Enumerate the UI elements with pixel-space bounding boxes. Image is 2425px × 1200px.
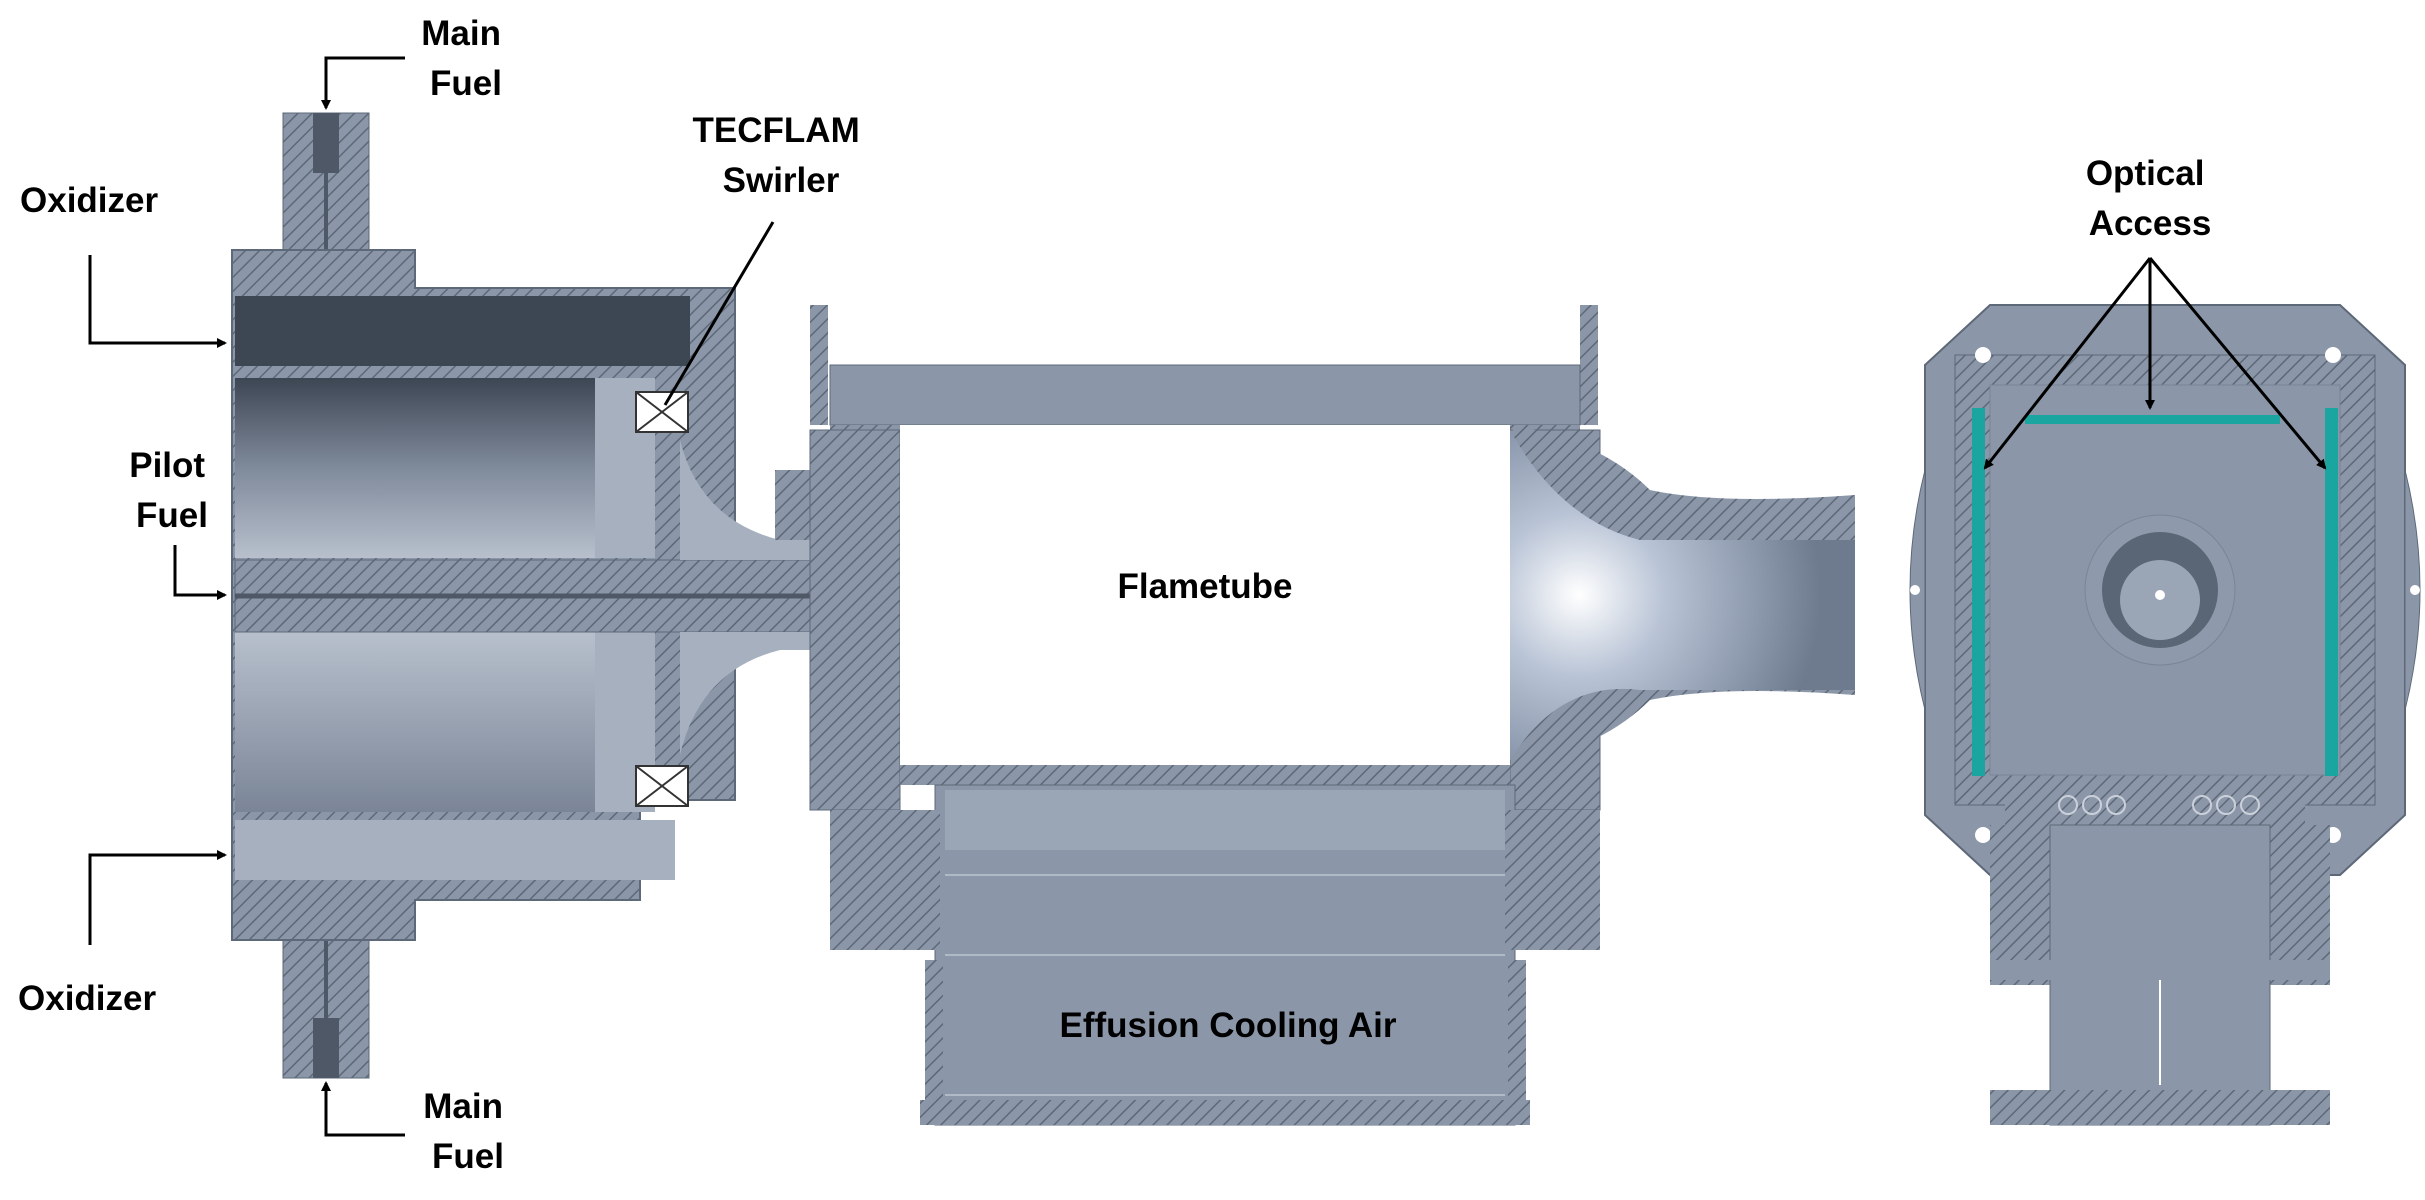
arrow-pilot-fuel — [173, 545, 227, 600]
arrow-oxidizer-top — [88, 255, 227, 348]
effusion-plate — [900, 765, 1510, 785]
arrow-main-fuel-bottom — [321, 1081, 405, 1137]
label-oxidizer-top: Oxidizer — [20, 181, 158, 220]
optical-window-right — [2325, 408, 2338, 776]
arrow-main-fuel-top — [321, 56, 405, 110]
arrow-optical-left — [1983, 257, 2152, 470]
upper-window-housing — [829, 364, 1581, 426]
optical-window-left — [1972, 408, 1985, 776]
label-optical-access: Optical Access — [2086, 154, 2214, 243]
label-effusion-cooling-air: Effusion Cooling Air — [1060, 1006, 1397, 1045]
label-flametube: Flametube — [1117, 567, 1292, 606]
burner-assembly — [231, 112, 906, 1079]
flametube-chamber — [900, 425, 1510, 765]
arrow-swirler — [663, 221, 775, 406]
label-oxidizer-bottom: Oxidizer — [18, 979, 156, 1018]
flametube-assembly — [775, 305, 1601, 1126]
exhaust-nozzle — [1510, 425, 1855, 765]
upper-plenum — [235, 296, 690, 366]
upper-bore — [235, 378, 595, 558]
annotation-arrows — [88, 56, 2327, 1137]
lower-bore — [235, 632, 595, 812]
label-tecflam-swirler: TECFLAM Swirler — [693, 111, 870, 200]
arrow-oxidizer-bottom — [88, 850, 227, 945]
labels: Main Fuel Main Fuel Oxidizer Oxidizer Pi… — [18, 14, 2214, 1176]
swirler-vane-bottom — [635, 765, 689, 807]
optical-window-top — [2025, 415, 2280, 424]
front-view — [1909, 304, 2421, 1126]
label-main-fuel-top: Main Fuel — [421, 14, 510, 103]
label-main-fuel-bottom: Main Fuel — [423, 1087, 512, 1176]
nozzle-bore — [1510, 430, 1855, 760]
swirler-vane-top — [635, 391, 689, 433]
label-pilot-fuel: Pilot Fuel — [129, 446, 215, 535]
arrow-optical-right — [2148, 257, 2327, 470]
